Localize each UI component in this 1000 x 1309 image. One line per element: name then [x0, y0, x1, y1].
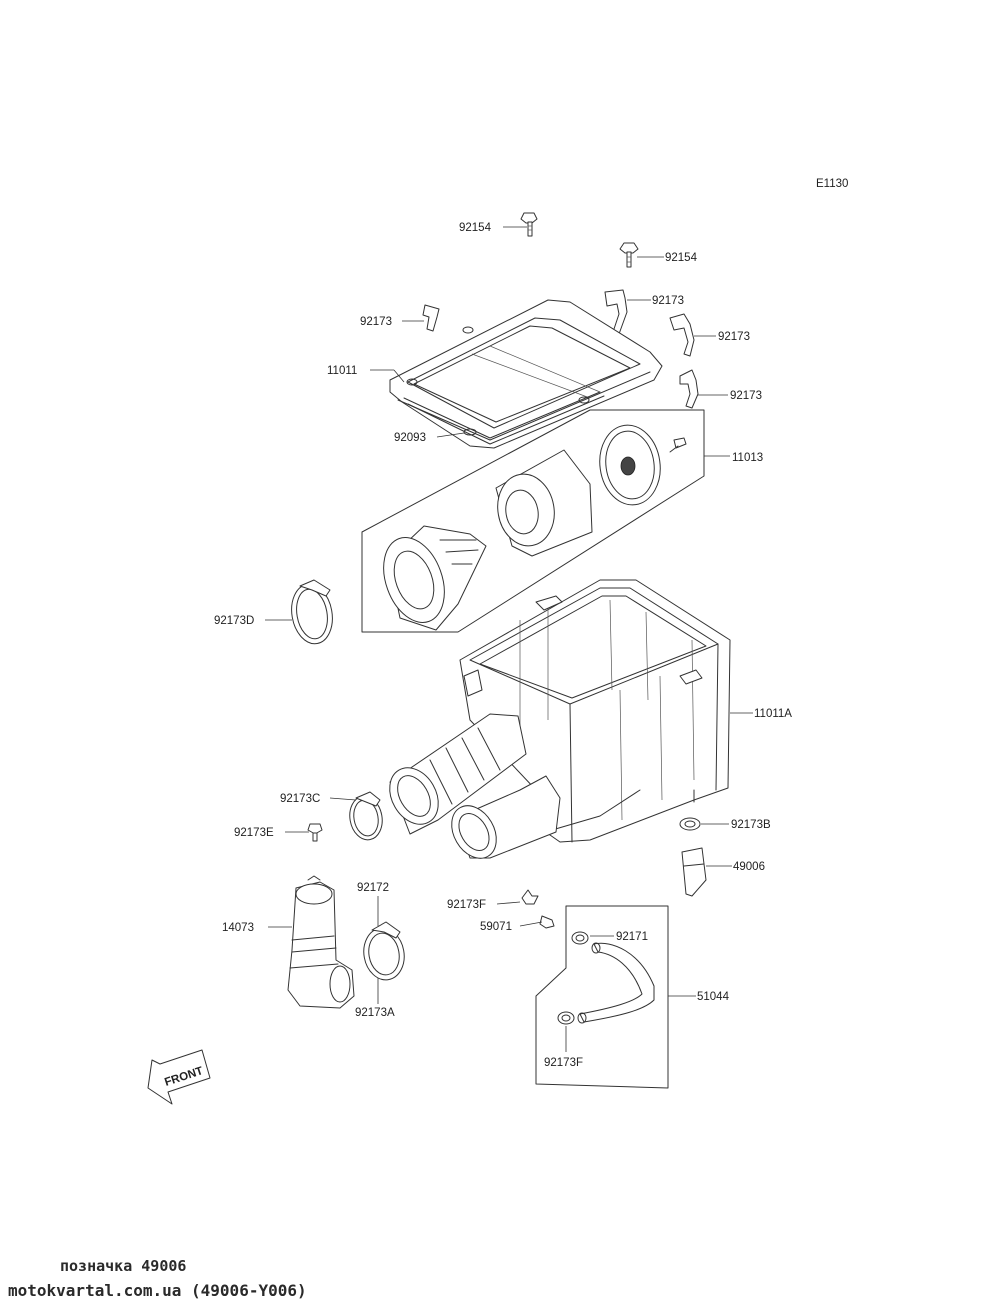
intake-duct-upper: [389, 713, 527, 835]
label-92173-left: 92173: [360, 316, 392, 328]
footer-caption: позначка 49006: [60, 1257, 187, 1275]
clip-92173-left: [422, 304, 440, 332]
element-assy-11013-outline: [361, 409, 705, 633]
label-92172: 92172: [357, 882, 389, 894]
label-92173C: 92173C: [280, 793, 320, 805]
label-92173-lower-right: 92173: [730, 390, 762, 402]
clip-92173-lower-right: [679, 369, 699, 409]
clip-92173B: [679, 817, 701, 831]
hose-51044: [577, 942, 655, 1024]
label-92093: 92093: [394, 432, 426, 444]
label-92173F-upper: 92173F: [447, 899, 486, 911]
label-92173A: 92173A: [355, 1007, 395, 1019]
filter-frame-cage: [383, 525, 487, 631]
label-49006: 49006: [733, 861, 765, 873]
hose-51044-outline: [535, 905, 669, 1089]
label-14073: 14073: [222, 922, 254, 934]
bolt-92154-right: [619, 242, 639, 268]
air-cleaner-cover-11011: [389, 299, 663, 449]
label-92173F-lower: 92173F: [544, 1057, 583, 1069]
seal-92093: [403, 391, 605, 445]
label-92154-right: 92154: [665, 252, 698, 264]
label-59071: 59071: [480, 921, 512, 933]
footer-watermark: motokvartal.com.ua (49006-Y006): [8, 1281, 307, 1300]
label-11011A: 11011A: [754, 708, 792, 720]
diagram-code: E1130: [816, 178, 848, 190]
rivet-92173E: [307, 823, 323, 842]
clip-92171: [571, 931, 589, 945]
label-11011: 11011: [327, 365, 357, 377]
label-11013: 11013: [732, 452, 763, 464]
filter-screw: [669, 437, 687, 453]
label-51044: 51044: [697, 991, 730, 1003]
plug-59071: [539, 915, 555, 929]
clip-92173-mid-right: [669, 313, 695, 357]
clip-92173F-upper: [521, 889, 539, 905]
label-92154-top: 92154: [459, 222, 492, 234]
air-cleaner-case-11011A: [459, 579, 731, 843]
filter-end-cap: [599, 424, 661, 506]
bolt-92154-top: [520, 212, 538, 237]
clamp-92173C: [349, 791, 383, 841]
label-92173E: 92173E: [234, 827, 274, 839]
label-92171: 92171: [616, 931, 648, 943]
clamp-92173D: [291, 579, 333, 645]
front-arrow-icon: FRONT: [147, 1049, 211, 1105]
label-92173-top-right: 92173: [652, 295, 684, 307]
part-49006: [681, 847, 707, 897]
label-92173D: 92173D: [214, 615, 254, 627]
label-92173-mid-right: 92173: [718, 331, 750, 343]
filter-element-foam: [495, 449, 593, 557]
clamp-92172-92173A: [363, 921, 405, 981]
intake-duct-lower: [451, 775, 561, 859]
label-92173B: 92173B: [731, 819, 771, 831]
clip-92173F-lower: [557, 1011, 575, 1025]
duct-14073: [287, 875, 355, 1009]
